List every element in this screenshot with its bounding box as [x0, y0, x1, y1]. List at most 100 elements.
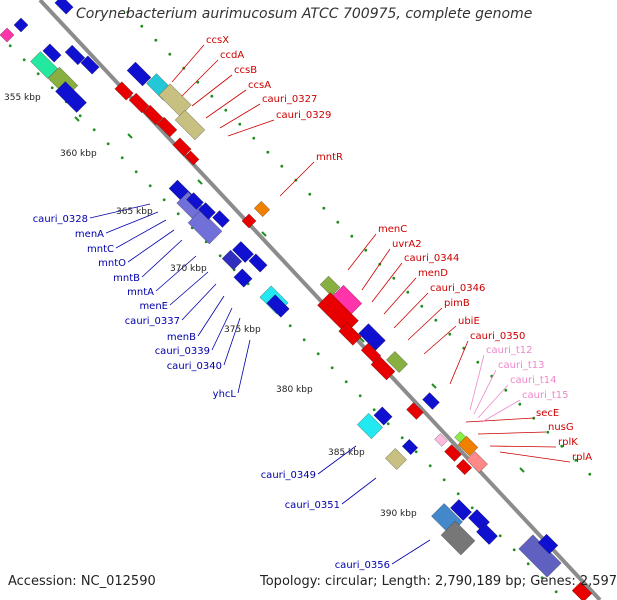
leader-line: [391, 539, 431, 565]
major-tick: [431, 383, 437, 389]
gene-block: [80, 55, 100, 75]
tick-dot: [554, 590, 558, 594]
tick-dot: [120, 156, 124, 160]
forward-gene-label: rplA: [572, 452, 592, 463]
gene-block: [212, 210, 230, 228]
reverse-gene-label: mntA: [127, 287, 154, 298]
gene-block: [358, 323, 386, 351]
gene-block: [357, 413, 383, 439]
label-leader-lines: [89, 44, 571, 565]
leader-line: [371, 262, 403, 303]
gene-block: [537, 533, 559, 555]
reverse-gene-label: cauri_0356: [335, 560, 390, 571]
gene-block: [156, 116, 178, 138]
gene-block: [450, 499, 472, 521]
tick-dot: [400, 436, 404, 440]
tick-dot: [308, 192, 312, 196]
leader-line: [223, 317, 241, 366]
forward-gene-label: cauri_0346: [430, 283, 485, 294]
gene-block: [406, 402, 424, 420]
leader-line: [127, 229, 175, 263]
tick-dot: [476, 360, 480, 364]
forward-gene-label: secE: [536, 408, 559, 419]
reverse-gene-label: mntB: [113, 273, 140, 284]
gene-block: [457, 435, 479, 457]
forward-gene-label: ccsX: [206, 35, 229, 46]
major-tick: [261, 231, 267, 237]
gene-block: [385, 448, 407, 470]
tick-dot: [238, 122, 242, 126]
tick-dot: [456, 492, 460, 496]
leader-line: [477, 431, 547, 435]
reverse-gene-label: cauri_0337: [125, 316, 180, 327]
gene-block: [386, 351, 408, 373]
kbp-marker: 365 kbp: [116, 207, 153, 217]
tick-dot: [134, 170, 138, 174]
gene-block: [54, 0, 74, 15]
tick-dot: [126, 10, 130, 14]
gene-block: [114, 81, 134, 101]
tick-dot: [540, 576, 544, 580]
kbp-marker: 380 kbp: [276, 385, 313, 395]
tick-dot: [22, 58, 26, 62]
tick-dot: [434, 318, 438, 322]
reverse-gene-label: menE: [139, 301, 168, 312]
forward-gene-label: menD: [418, 268, 448, 279]
leader-line: [141, 239, 183, 278]
leader-line: [211, 307, 233, 351]
trna-gene-label: cauri_t13: [498, 360, 545, 371]
trna-gene-label: cauri_t12: [486, 345, 533, 356]
tick-dot: [344, 380, 348, 384]
forward-gene-label: ccsB: [234, 65, 257, 76]
gene-block: [571, 581, 593, 600]
leader-line: [469, 354, 485, 411]
tick-dot: [546, 430, 550, 434]
tick-dot: [36, 72, 40, 76]
gene-labels: ccsXccdAccsBccsAcauri_0327cauri_0329mntR…: [33, 35, 593, 571]
reverse-gene-label: menB: [167, 332, 196, 343]
gene-block: [126, 61, 152, 87]
gene-block: [184, 150, 200, 166]
gene-block: [338, 322, 362, 346]
kbp-marker: 360 kbp: [60, 149, 97, 159]
forward-gene-label: menC: [378, 224, 407, 235]
gene-block: [172, 137, 192, 157]
leader-line: [347, 233, 377, 271]
forward-gene-label: pimB: [444, 298, 470, 309]
leader-line: [473, 369, 497, 415]
forward-gene-label: nusG: [548, 422, 574, 433]
forward-gene-label: uvrA2: [392, 239, 422, 250]
tick-dot: [302, 338, 306, 342]
tick-dot: [526, 562, 530, 566]
genome-map-canvas: ccsXccdAccsBccsAcauri_0327cauri_0329mntR…: [0, 0, 602, 600]
gene-block: [248, 253, 268, 273]
tick-dot: [322, 206, 326, 210]
tick-dot: [588, 472, 592, 476]
tick-dot: [350, 234, 354, 238]
gene-block: [55, 81, 87, 113]
tick-dot: [176, 212, 180, 216]
tick-dot: [358, 394, 362, 398]
reverse-gene-label: cauri_0340: [167, 361, 222, 372]
gene-block: [434, 433, 448, 447]
leader-line: [105, 211, 159, 234]
leader-line: [171, 44, 205, 83]
leader-line: [191, 74, 233, 107]
gene-block: [254, 201, 270, 217]
reverse-gene-label: yhcL: [213, 389, 237, 400]
leader-line: [89, 203, 151, 219]
leader-line: [155, 255, 197, 292]
tick-dot: [504, 388, 508, 392]
tick-dot: [50, 86, 54, 90]
major-tick: [74, 116, 80, 122]
gene-block: [128, 92, 150, 114]
major-tick: [127, 133, 133, 139]
tick-dot: [364, 248, 368, 252]
tick-dot: [106, 142, 110, 146]
gene-block: [13, 17, 29, 33]
tick-dot: [512, 548, 516, 552]
gene-block: [456, 459, 472, 475]
gene-block: [187, 209, 223, 245]
leader-line: [477, 384, 509, 419]
gene-block: [360, 342, 382, 364]
